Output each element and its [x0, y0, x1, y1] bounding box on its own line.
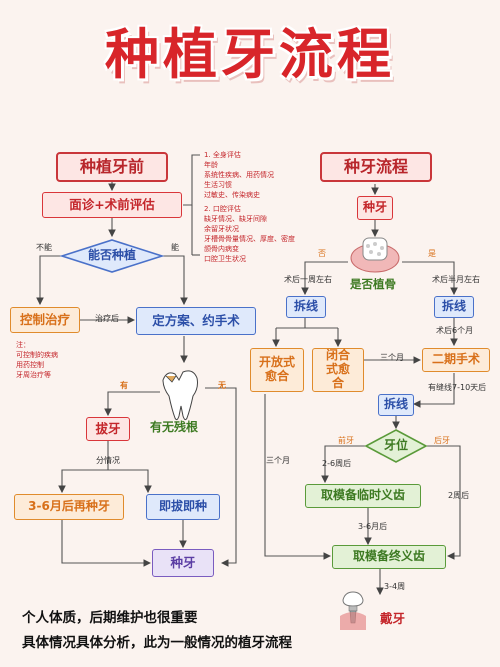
later-implant-box: 3-6月后再种牙 — [14, 494, 124, 520]
implant-box-right: 种牙 — [357, 196, 393, 220]
stitch-removal-mid: 拆线 — [378, 394, 414, 416]
pre-implant-header: 种植牙前 — [56, 152, 168, 182]
control-box: 控制治疗 — [10, 307, 80, 333]
eval-notes: 1. 全身评估 年龄 系统性疾病、用药情况 生活习惯 过敏史、传染病史 2. 口… — [204, 151, 295, 263]
three-four-weeks-label: 3-4周 — [384, 582, 406, 591]
half-month-label: 术后半月左右 — [432, 275, 480, 284]
bone-graft-label: 是否植骨 — [350, 277, 396, 291]
week-label: 术后一周左右 — [284, 275, 332, 284]
implant-box-left: 种牙 — [152, 549, 214, 577]
page-title: 种植牙流程 — [105, 23, 395, 86]
immediate-box: 即拔即种 — [146, 494, 220, 520]
position-label: 牙位 — [383, 438, 408, 453]
bone-graft-icon — [350, 237, 400, 273]
implant-process-header: 种牙流程 — [320, 152, 432, 182]
after-treatment-label: 治疗后 — [95, 314, 119, 323]
front-teeth-label: 前牙 — [338, 436, 354, 445]
stitch-removal-right: 拆线 — [434, 296, 474, 318]
six-months-label: 术后6个月 — [436, 326, 474, 335]
consult-box: 面诊+术前评估 — [42, 192, 182, 218]
final-crown-box: 取模备终义齿 — [332, 545, 446, 569]
graft-yes-label: 是 — [428, 249, 436, 258]
three-months-label: 三个月 — [380, 353, 404, 362]
no-root-label: 无 — [218, 381, 226, 390]
no-label: 不能 — [36, 243, 52, 252]
two-six-weeks-label: 2-6周后 — [322, 459, 352, 468]
decision-diamond — [59, 239, 165, 273]
stitch-removal-left: 拆线 — [286, 296, 326, 318]
back-teeth-label: 后牙 — [434, 436, 450, 445]
closed-healing-box: 闭合式愈合 — [312, 348, 364, 392]
second-surgery-box: 二期手术 — [422, 348, 490, 372]
footer-line-2: 具体情况具体分析，此为一般情况的植牙流程 — [22, 635, 292, 651]
two-weeks-label: 2周后 — [448, 491, 470, 500]
wear-label: 戴牙 — [380, 611, 406, 626]
open-healing-box: 开放式愈合 — [250, 348, 304, 392]
three-six-months-label: 3-6月后 — [358, 522, 388, 531]
has-root-label: 有 — [120, 381, 128, 390]
residual-root-label: 有无残根 — [150, 420, 199, 434]
suture-label: 有缝线7-10天后 — [428, 383, 487, 392]
graft-no-label: 否 — [318, 249, 326, 258]
temp-crown-box: 取模备临时义齿 — [305, 484, 421, 508]
control-notes: 注： 可控制的疾病 用药控制 牙周治疗等 — [16, 341, 58, 379]
plan-box: 定方案、约手术 — [136, 307, 256, 335]
extract-box: 拔牙 — [86, 417, 130, 441]
situation-label: 分情况 — [96, 456, 120, 465]
decision-label: 能否种植 — [87, 248, 136, 263]
footer-line-1: 个人体质，后期维护也很重要 — [22, 610, 198, 626]
three-months-left-label: 三个月 — [266, 456, 290, 465]
broken-tooth-icon — [162, 370, 198, 421]
implant-crown-icon — [340, 591, 366, 630]
yes-label: 能 — [171, 243, 179, 252]
position-diamond — [364, 429, 428, 463]
